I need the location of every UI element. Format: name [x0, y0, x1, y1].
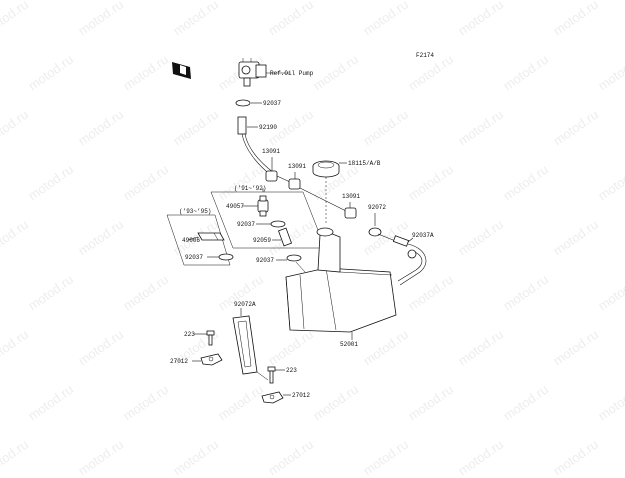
hose-92059: [277, 227, 293, 247]
callout-range-91-92: (’91~’92): [234, 185, 266, 192]
callout-92037-c: 92037: [256, 257, 274, 264]
damper-27012-a: [200, 353, 223, 366]
callout-49057: 49057: [226, 203, 244, 210]
diagram-code: F2174: [416, 52, 434, 59]
callout-13091-a: 13091: [262, 148, 280, 155]
fitting-13091-a: [265, 170, 278, 182]
callout-13091-b: 13091: [288, 163, 306, 170]
hose-92190: [237, 116, 247, 135]
pipe-92037a: [392, 235, 410, 247]
callout-27012-b: 27012: [292, 392, 310, 399]
filter-49057: [257, 195, 269, 217]
oil-tank-52001: [285, 227, 397, 333]
callout-92037-a: 92037: [263, 100, 281, 107]
callout-223-a: 223: [184, 331, 195, 338]
clamp-92037-d: [218, 253, 234, 261]
front-arrow-icon: [172, 62, 191, 79]
clamp-92037-b: [270, 220, 286, 228]
callout-92072a: 92072A: [234, 301, 256, 308]
callout-92072: 92072: [368, 204, 386, 211]
damper-27012-b: [261, 391, 284, 404]
pipe-49006: [197, 232, 225, 241]
callout-27012-a: 27012: [170, 358, 188, 365]
callout-92059: 92059: [253, 237, 271, 244]
callout-92037a: 92037A: [412, 232, 434, 239]
callout-52001: 52001: [340, 341, 358, 348]
callout-92190: 92190: [259, 124, 277, 131]
callout-49006: 49006: [182, 237, 200, 244]
callout-ref-oil-pump: Ref.Oil Pump: [270, 70, 314, 77]
callout-92037-b: 92037: [237, 221, 255, 228]
box-93-95: [166, 214, 231, 266]
callout-13091-c: 13091: [342, 193, 360, 200]
bolt-223-b: [267, 366, 276, 384]
callout-92037-d: 92037: [185, 254, 203, 261]
clamp-92037: [235, 99, 251, 107]
callout-223-b: 223: [286, 367, 297, 374]
fitting-13091-b: [288, 178, 301, 190]
filler-cap-18115: [312, 160, 340, 178]
callout-18115: 18115/A/B: [348, 160, 381, 167]
clamp-92037-c: [286, 254, 302, 262]
fitting-13091-c: [344, 207, 357, 219]
callout-range-93-95: (’93~’95): [179, 208, 211, 215]
bolt-223-a: [206, 330, 215, 346]
strap-92072a: [232, 315, 269, 381]
oil-pump-ref: [238, 58, 267, 87]
diagram-svg: F2174 Ref.Oil Pump 92037 92190: [166, 52, 434, 404]
clamp-92037a: [407, 249, 417, 259]
